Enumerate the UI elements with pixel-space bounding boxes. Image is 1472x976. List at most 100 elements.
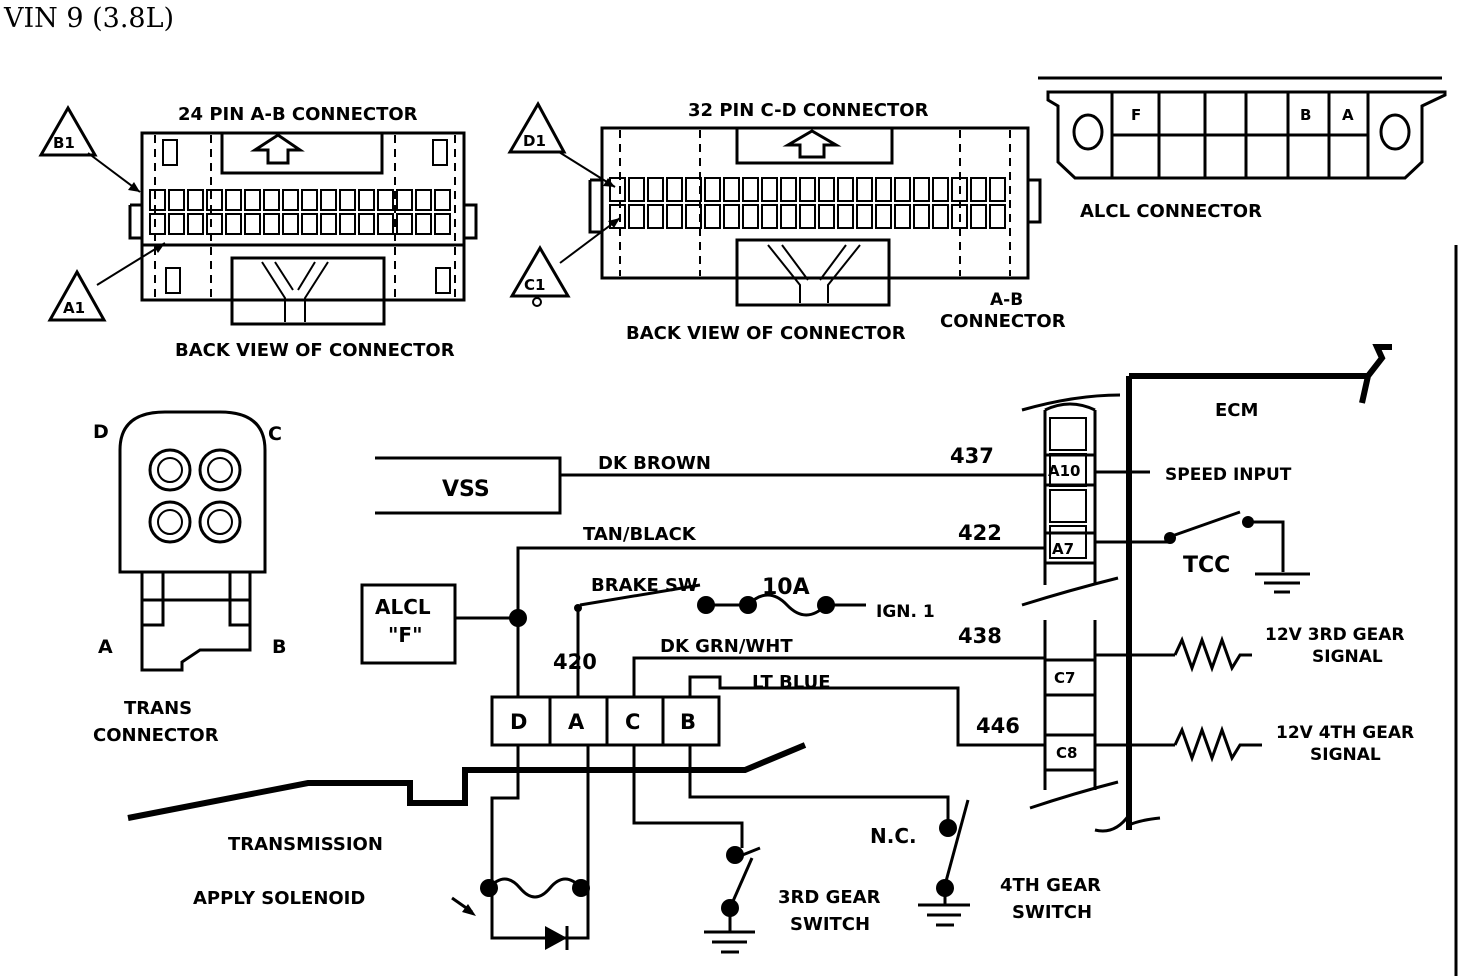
connector-32-pin-cell <box>932 204 949 229</box>
connector-24-pin-cell <box>206 189 223 211</box>
block-pin-c: C <box>625 710 640 734</box>
wire-422-color: TAN/BLACK <box>583 524 697 545</box>
connector-24-pin-cell <box>320 213 337 235</box>
connector-32-pin-cell <box>818 204 835 229</box>
wire-446-color: LT BLUE <box>752 672 831 693</box>
ecm-pin-cell <box>1049 489 1087 523</box>
connector-32-pin-cell <box>989 204 1006 229</box>
connector-32-pin-cell <box>932 177 949 202</box>
connector-32-pin-cell <box>780 177 797 202</box>
ecm-pin-c7 <box>1043 658 1097 697</box>
wire-437-color: DK BROWN <box>598 453 711 474</box>
alcl-f-box <box>360 583 457 665</box>
pin-a1-triangle <box>47 268 107 322</box>
connector-24-pin-cell <box>187 213 204 235</box>
ecm-pin-c8 <box>1043 733 1097 772</box>
connector-24-pin-cell <box>187 189 204 211</box>
nc-label: N.C. <box>870 824 917 848</box>
wire-438-color: DK GRN/WHT <box>660 636 793 657</box>
connector-24-pin-cell <box>339 189 356 211</box>
third-gear-switch-label-1: 3RD GEAR <box>778 887 881 908</box>
connector-24-pin-cell <box>263 213 280 235</box>
connector-32-pin-cell <box>837 177 854 202</box>
connector-24-pin-cell <box>358 213 375 235</box>
pin-d1-triangle <box>507 100 567 154</box>
connector-24-pin-cell <box>377 189 394 211</box>
connector-24-pin-cell <box>415 189 432 211</box>
brake-switch-label: BRAKE SW <box>591 575 698 596</box>
connector-32-pin-cell <box>894 177 911 202</box>
third-gear-switch-label-2: SWITCH <box>790 914 870 935</box>
fuse-label: 10A <box>762 575 810 600</box>
connector-32-pin-cell <box>666 204 683 229</box>
connector-32-pin-cell <box>761 204 778 229</box>
connector-24-pin: 24 PIN A-B CONNECTOR B1 A1 BACK VIEW OF … <box>38 104 478 361</box>
connector-32-pin-cell <box>609 177 626 202</box>
connector-24-pin-cell <box>263 189 280 211</box>
vss-label: VSS <box>442 477 490 502</box>
connector-24-pin-cell <box>396 213 413 235</box>
alcl-box-label-1: ALCL <box>375 595 431 619</box>
solenoid-label: APPLY SOLENOID <box>193 888 365 909</box>
ecm-pin-a10 <box>1043 453 1097 487</box>
pin-d1-label: D1 <box>523 132 546 150</box>
connector-32-pin-cell <box>647 177 664 202</box>
connector-32-pin-cell <box>856 204 873 229</box>
wire-446-circuit: 446 <box>976 714 1020 738</box>
trans-connector: D C A B TRANS CONNECTOR <box>93 410 286 746</box>
connector-32-pin-cell <box>666 177 683 202</box>
connector-24-pin-cell <box>206 213 223 235</box>
connector-32-pin-cell <box>723 177 740 202</box>
pin-b1-label: B1 <box>53 134 75 152</box>
connector-32-pin-cell <box>780 204 797 229</box>
connector-24-pin-cell <box>149 213 166 235</box>
ecm-label: ECM <box>1215 400 1258 421</box>
connector-32-pin-cell <box>913 204 930 229</box>
connector-32-pin-cell <box>875 177 892 202</box>
trans-connector-caption-2: CONNECTOR <box>93 725 219 746</box>
ign-label: IGN. 1 <box>876 602 935 622</box>
connector-24-pin-cell <box>282 189 299 211</box>
pin-a1-label: A1 <box>63 299 85 317</box>
connector-32-pin-cell <box>685 204 702 229</box>
page-title: VIN 9 (3.8L) <box>3 3 174 34</box>
connector-24-caption: BACK VIEW OF CONNECTOR <box>175 340 455 361</box>
ecm-pin-cell <box>1049 417 1087 451</box>
fourth-gear-signal-label-1: 12V 4TH GEAR <box>1276 723 1414 743</box>
connector-24-pin-cell <box>244 189 261 211</box>
pin-c1-triangle <box>509 245 571 298</box>
connector-24-pin-cell <box>396 189 413 211</box>
trans-pin-a: A <box>98 636 113 658</box>
alcl-cell-b: B <box>1300 106 1311 124</box>
connector-24-pin-cell <box>415 213 432 235</box>
connector-32-pin-cell <box>818 177 835 202</box>
wire-422-circuit: 422 <box>958 521 1002 545</box>
connector-32-pin-cell <box>742 177 759 202</box>
tcc-label: TCC <box>1183 553 1230 578</box>
trans-pin-c: C <box>268 423 282 445</box>
connector-32-pin-cell <box>913 177 930 202</box>
connector-24-pin-cell <box>301 213 318 235</box>
connector-24-pin-cell <box>320 189 337 211</box>
alcl-cell-f: F <box>1131 106 1141 124</box>
connector-32-pin-cell <box>723 204 740 229</box>
connector-32-caption: BACK VIEW OF CONNECTOR <box>626 323 906 344</box>
trans-connector-caption-1: TRANS <box>124 698 192 719</box>
third-gear-signal-label-2: SIGNAL <box>1312 647 1383 667</box>
connector-24-pin-cell <box>225 213 242 235</box>
block-pin-b: B <box>680 710 696 734</box>
trans-pin-d: D <box>93 421 109 443</box>
connector-24-title: 24 PIN A-B CONNECTOR <box>178 104 418 125</box>
fourth-gear-switch-label-1: 4TH GEAR <box>1000 875 1101 896</box>
speed-input-label: SPEED INPUT <box>1165 465 1292 485</box>
third-gear-signal-label-1: 12V 3RD GEAR <box>1265 625 1405 645</box>
ecm-pin-c8-label: C8 <box>1056 744 1077 762</box>
connector-32-pin-cell <box>970 177 987 202</box>
ab-connector-label-1: A-B <box>990 290 1023 310</box>
wire-437-circuit: 437 <box>950 444 994 468</box>
connector-32-pin-cell <box>799 204 816 229</box>
ecm-pin-a7-label: A7 <box>1052 540 1074 558</box>
connector-32-pin-cell <box>875 204 892 229</box>
connector-32-pin-cell <box>609 204 626 229</box>
alcl-box-label-2: "F" <box>388 623 423 647</box>
